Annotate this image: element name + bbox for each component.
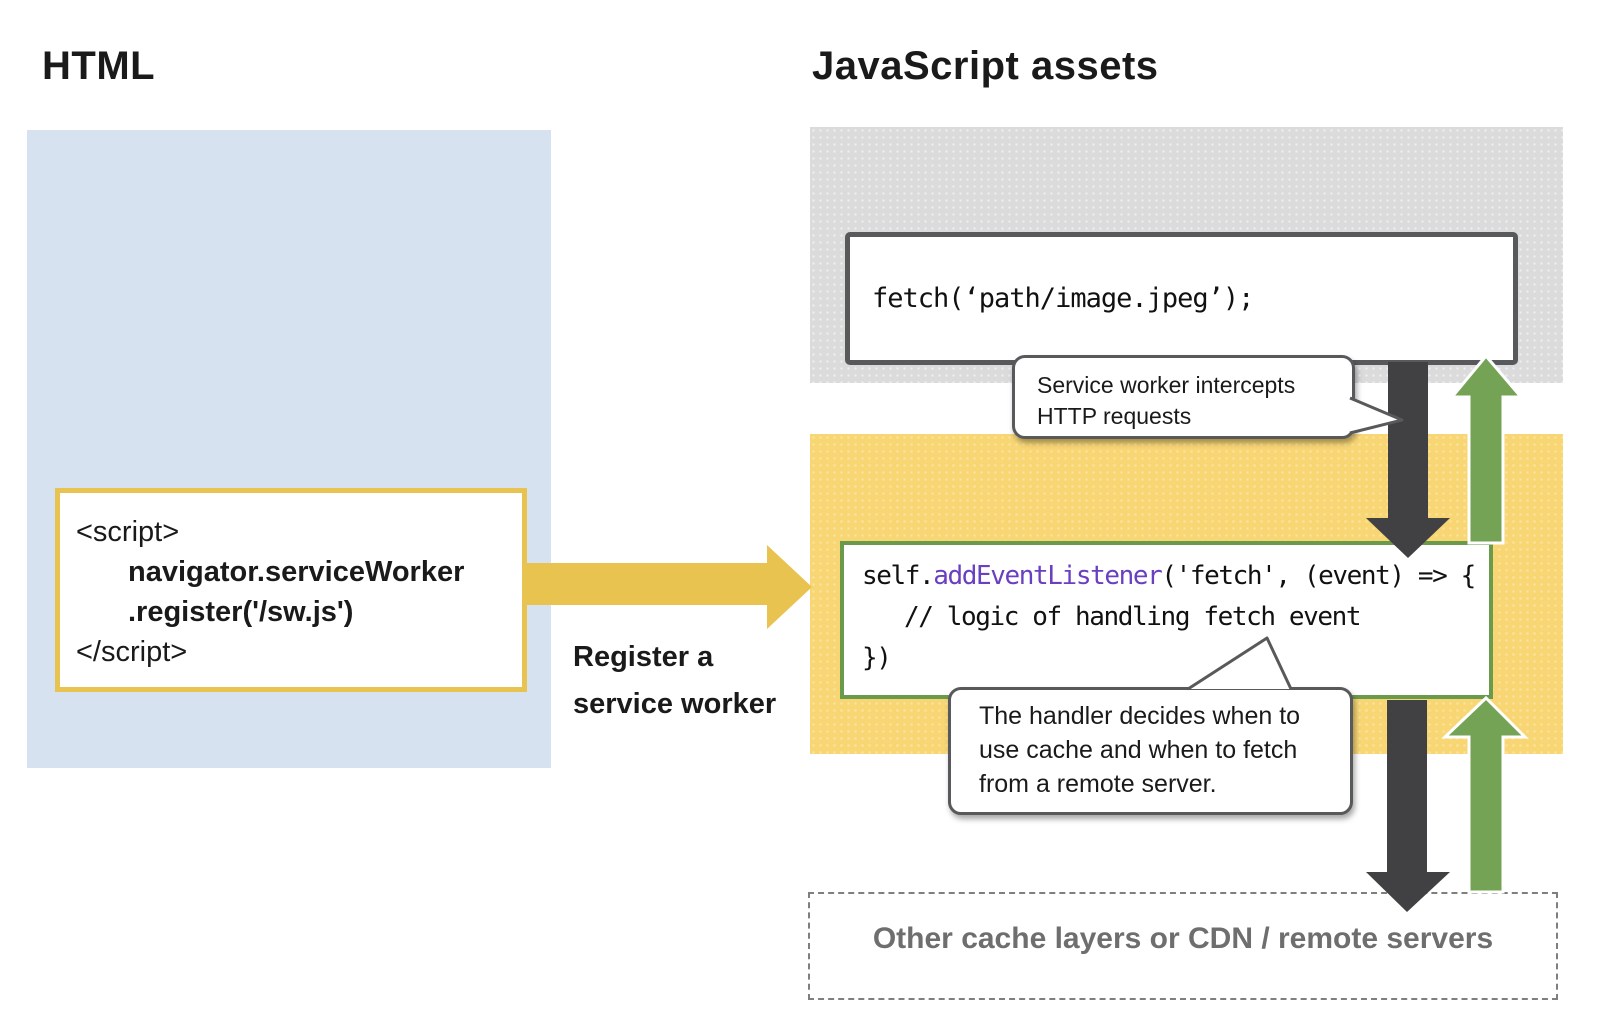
cache-layers-box: Other cache layers or CDN / remote serve… (808, 892, 1558, 1000)
register-arrow-label: Register a service worker (573, 641, 777, 720)
handler-callout-line-3: from a remote server. (979, 770, 1217, 798)
js-assets-section-title: JavaScript assets (812, 44, 1159, 88)
script-register-line-1: navigator.serviceWorker (128, 556, 465, 588)
sw-code-line-1: self.addEventListener('fetch', (event) =… (862, 561, 1476, 591)
handler-callout-bubble: The handler decides when to use cache an… (948, 687, 1353, 815)
register-script-box: <script> navigator.serviceWorker .regist… (55, 488, 527, 692)
intercept-callout-pointer (1349, 396, 1404, 435)
add-event-listener-token: addEventListener (933, 561, 1162, 591)
intercept-callout-line-1: Service worker intercepts (1037, 372, 1296, 398)
script-close-tag: </script> (76, 636, 188, 668)
fetch-code-box: fetch(‘path/image.jpeg’); (845, 232, 1518, 365)
sw-code-line-2: // logic of handling fetch event (904, 602, 1362, 632)
script-register-line-2: .register('/sw.js') (128, 596, 354, 628)
html-section-title: HTML (42, 44, 156, 88)
register-arrow (525, 545, 812, 629)
intercept-callout-bubble: Service worker intercepts HTTP requests (1012, 355, 1355, 439)
script-open-tag: <script> (76, 516, 180, 548)
cache-layers-label: Other cache layers or CDN / remote serve… (872, 922, 1494, 955)
intercept-callout-line-2: HTTP requests (1037, 403, 1192, 429)
sw-code-line-3: }) (862, 643, 892, 673)
handler-callout-line-2: use cache and when to fetch (979, 736, 1298, 764)
service-worker-code-box: self.addEventListener('fetch', (event) =… (840, 541, 1493, 699)
fetch-code-text: fetch(‘path/image.jpeg’); (872, 283, 1254, 314)
handler-callout-line-1: The handler decides when to (979, 702, 1301, 730)
